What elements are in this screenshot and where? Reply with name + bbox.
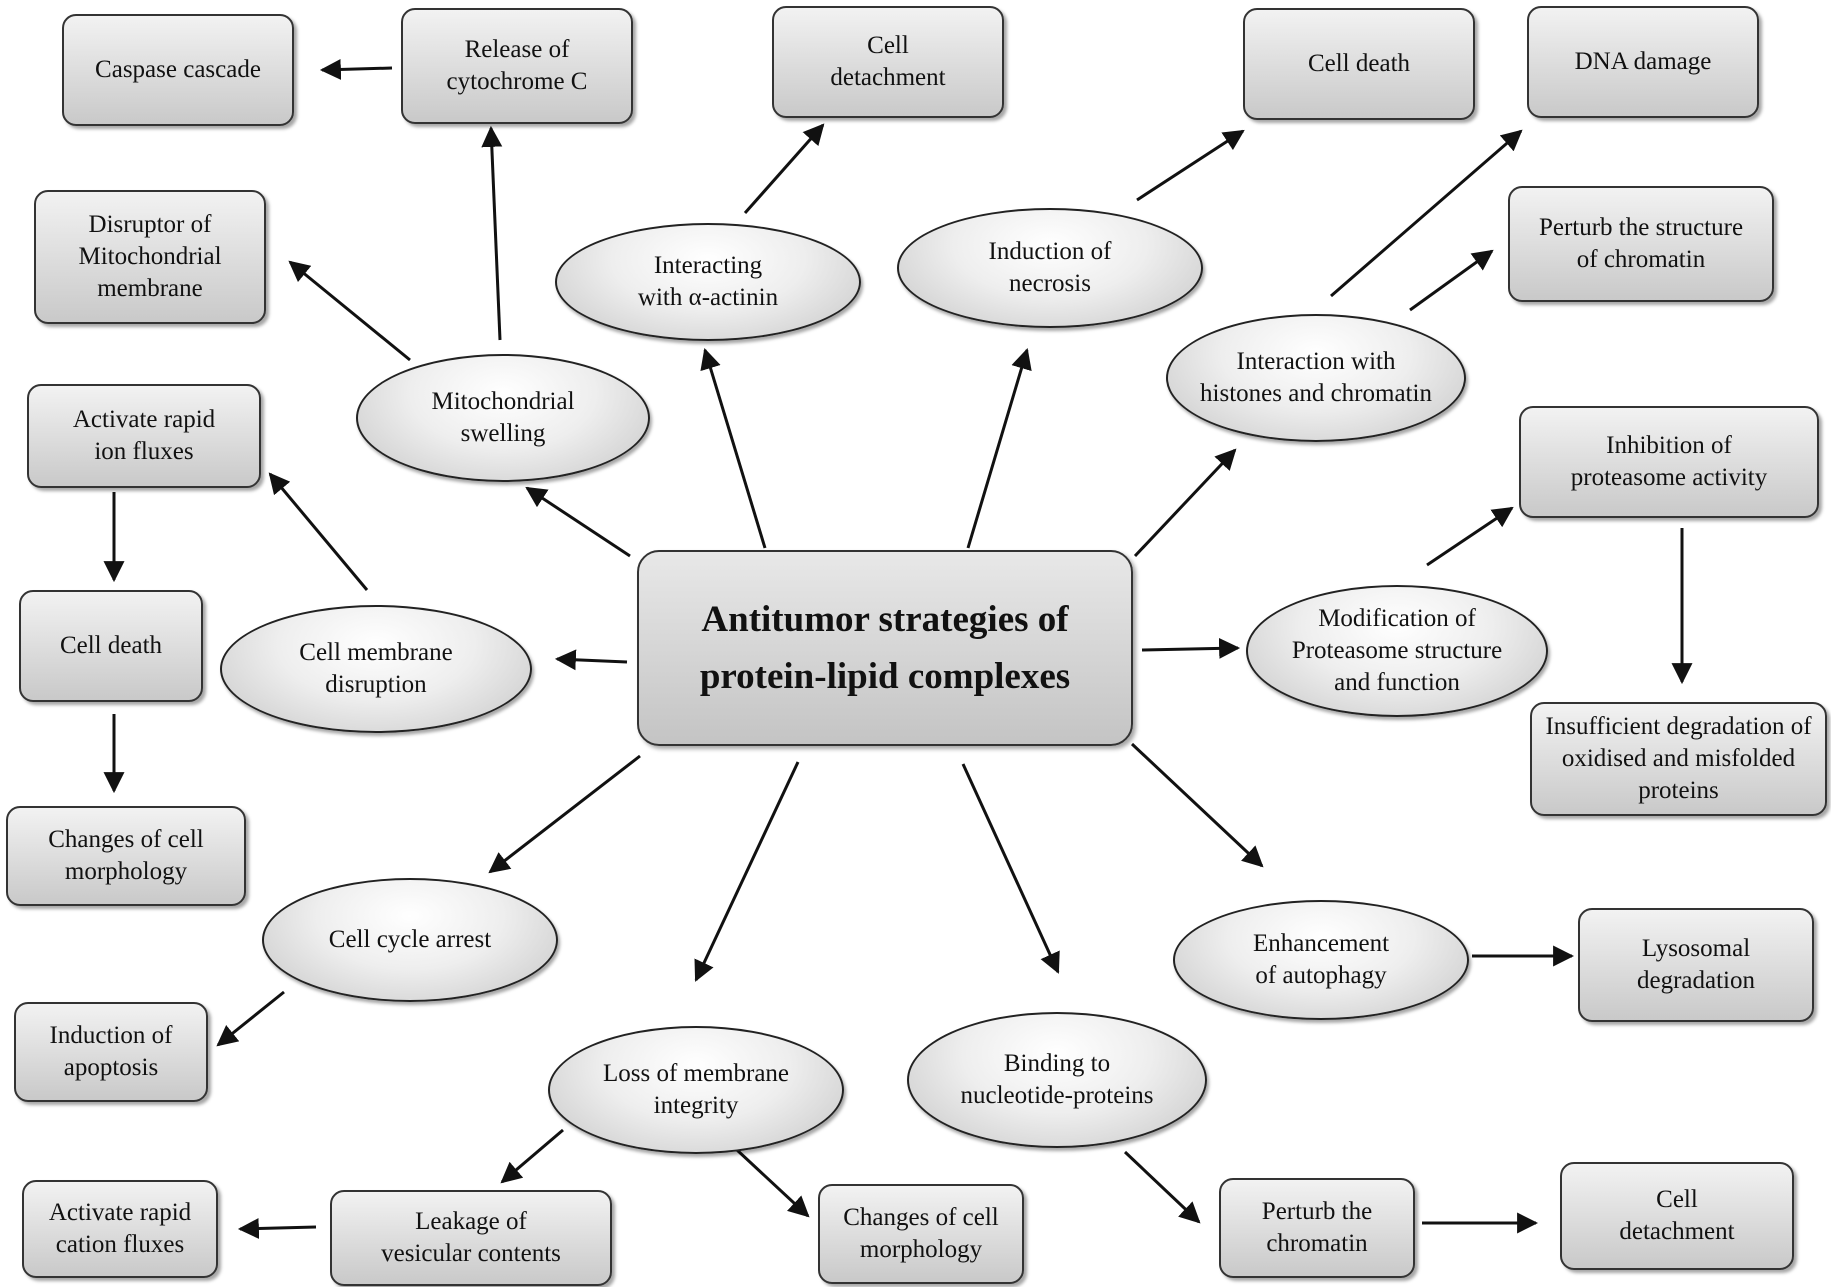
node-modification-proteasome-label: Modification of Proteasome structure and… [1291, 605, 1503, 696]
edge-center-to-actinin [700, 347, 767, 549]
node-activate-ion-fluxes: Activate rapid ion fluxes [27, 384, 261, 488]
edge-leakage-to-cation [237, 1218, 317, 1239]
node-release-cytochrome-label: Release of cytochrome C [446, 36, 588, 95]
edge-center-to-autophagy [1130, 742, 1264, 868]
edge-cell-cycle-to-apoptosis [216, 990, 285, 1047]
node-cell-cycle-arrest: Cell cycle arrest [262, 878, 558, 1002]
node-activate-cation-fluxes-label: Activate rapid cation fluxes [48, 1199, 192, 1258]
edge-loss-to-morphology [735, 1148, 810, 1218]
node-leakage-vesicular-label: Leakage of vesicular contents [381, 1208, 561, 1267]
node-cell-membrane-disruption: Cell membrane disruption [220, 605, 532, 733]
edge-histones-to-dna [1330, 129, 1523, 298]
edge-actinin-to-detachment [743, 123, 825, 214]
node-mitochondrial-swelling-label: Mitochondrial swelling [431, 388, 575, 447]
node-changes-morphology-bottom-label: Changes of cell morphology [843, 1204, 999, 1263]
node-dna-damage-label: DNA damage [1574, 48, 1712, 75]
node-cell-detachment-bottom: Cell detachment [1560, 1162, 1794, 1270]
central-topic-label: Antitumor strategies of protein-lipid co… [699, 598, 1071, 697]
node-activate-ion-fluxes-label: Activate rapid ion fluxes [72, 406, 216, 465]
node-cell-detachment-top: Cell detachment [772, 6, 1004, 118]
edge-binding-to-perturb [1123, 1150, 1201, 1224]
node-cell-death-left: Cell death [19, 590, 203, 702]
edge-release-to-caspase [319, 58, 393, 80]
edge-center-to-proteasome [1141, 637, 1241, 659]
node-cell-death-top-label: Cell death [1307, 50, 1411, 77]
node-changes-morphology-left-label: Changes of cell morphology [48, 826, 204, 885]
node-loss-membrane-integrity: Loss of membrane integrity [548, 1026, 844, 1154]
node-leakage-vesicular: Leakage of vesicular contents [330, 1190, 612, 1286]
node-release-cytochrome: Release of cytochrome C [401, 8, 633, 124]
node-cell-detachment-bottom-label: Cell detachment [1619, 1186, 1735, 1245]
edge-center-to-necrosis [966, 347, 1032, 549]
node-lysosomal-degradation-label: Lysosomal degradation [1636, 935, 1755, 994]
node-interacting-actinin: Interacting with α-actinin [555, 223, 861, 341]
node-perturb-structure-chromatin: Perturb the structure of chromatin [1508, 186, 1774, 302]
edge-mito-to-release [481, 125, 503, 341]
node-inhibition-proteasome-label: Inhibition of proteasome activity [1570, 432, 1768, 491]
node-interaction-histones: Interaction with histones and chromatin [1166, 314, 1466, 442]
node-caspase-cascade: Caspase cascade [62, 14, 294, 126]
node-disruptor-mitochondrial: Disruptor of Mitochondrial membrane [34, 190, 266, 324]
node-insufficient-degradation: Insufficient degradation of oxidised and… [1530, 702, 1827, 816]
node-mitochondrial-swelling: Mitochondrial swelling [356, 354, 650, 482]
node-inhibition-proteasome: Inhibition of proteasome activity [1519, 406, 1819, 518]
node-cell-death-left-label: Cell death [59, 632, 163, 659]
edge-membrane-to-ion-fluxes [268, 472, 369, 591]
edge-center-to-cell-cycle [488, 754, 641, 874]
node-dna-damage: DNA damage [1527, 6, 1759, 118]
node-induction-necrosis-label: Induction of necrosis [988, 238, 1112, 297]
node-lysosomal-degradation: Lysosomal degradation [1578, 908, 1814, 1022]
node-perturb-structure-chromatin-label: Perturb the structure of chromatin [1538, 214, 1744, 273]
edge-center-to-histones [1133, 448, 1237, 558]
edge-mito-to-disruptor [288, 260, 411, 362]
node-activate-cation-fluxes: Activate rapid cation fluxes [22, 1180, 218, 1278]
node-induction-necrosis: Induction of necrosis [897, 208, 1203, 328]
edge-center-to-mito-swelling [525, 486, 631, 558]
edge-loss-to-leakage [500, 1128, 564, 1184]
node-enhancement-autophagy-label: Enhancement of autophagy [1252, 930, 1390, 989]
node-loss-membrane-integrity-label: Loss of membrane integrity [602, 1060, 790, 1119]
node-cell-cycle-arrest-label: Cell cycle arrest [328, 926, 492, 953]
node-perturb-chromatin-label: Perturb the chromatin [1261, 1198, 1373, 1257]
node-cell-membrane-disruption-label: Cell membrane disruption [299, 639, 453, 698]
edge-proteasome-to-inhibition [1426, 506, 1514, 567]
central-topic: Antitumor strategies of protein-lipid co… [637, 550, 1133, 746]
node-caspase-cascade-label: Caspase cascade [95, 56, 261, 83]
node-interacting-actinin-label: Interacting with α-actinin [637, 252, 779, 311]
node-induction-apoptosis-label: Induction of apoptosis [49, 1022, 173, 1081]
edge-center-to-binding [961, 763, 1060, 974]
edge-center-to-membrane-disruption [554, 649, 628, 671]
edge-necrosis-to-death [1136, 129, 1245, 202]
node-perturb-chromatin: Perturb the chromatin [1219, 1178, 1415, 1278]
node-cell-death-top: Cell death [1243, 8, 1475, 120]
node-modification-proteasome: Modification of Proteasome structure and… [1246, 585, 1548, 717]
node-disruptor-mitochondrial-label: Disruptor of Mitochondrial membrane [78, 211, 222, 302]
node-binding-nucleotide-label: Binding to nucleotide-proteins [960, 1050, 1154, 1109]
node-interaction-histones-label: Interaction with histones and chromatin [1200, 348, 1432, 407]
node-induction-apoptosis: Induction of apoptosis [14, 1002, 208, 1102]
node-changes-morphology-bottom: Changes of cell morphology [818, 1184, 1024, 1284]
node-changes-morphology-left: Changes of cell morphology [6, 806, 246, 906]
edge-center-to-loss-integrity [694, 761, 800, 982]
edge-histones-to-chromatin-structure [1409, 249, 1494, 312]
node-cell-detachment-top-label: Cell detachment [830, 32, 946, 91]
node-enhancement-autophagy: Enhancement of autophagy [1173, 900, 1469, 1020]
node-binding-nucleotide: Binding to nucleotide-proteins [907, 1012, 1207, 1148]
node-insufficient-degradation-label: Insufficient degradation of oxidised and… [1545, 713, 1812, 804]
